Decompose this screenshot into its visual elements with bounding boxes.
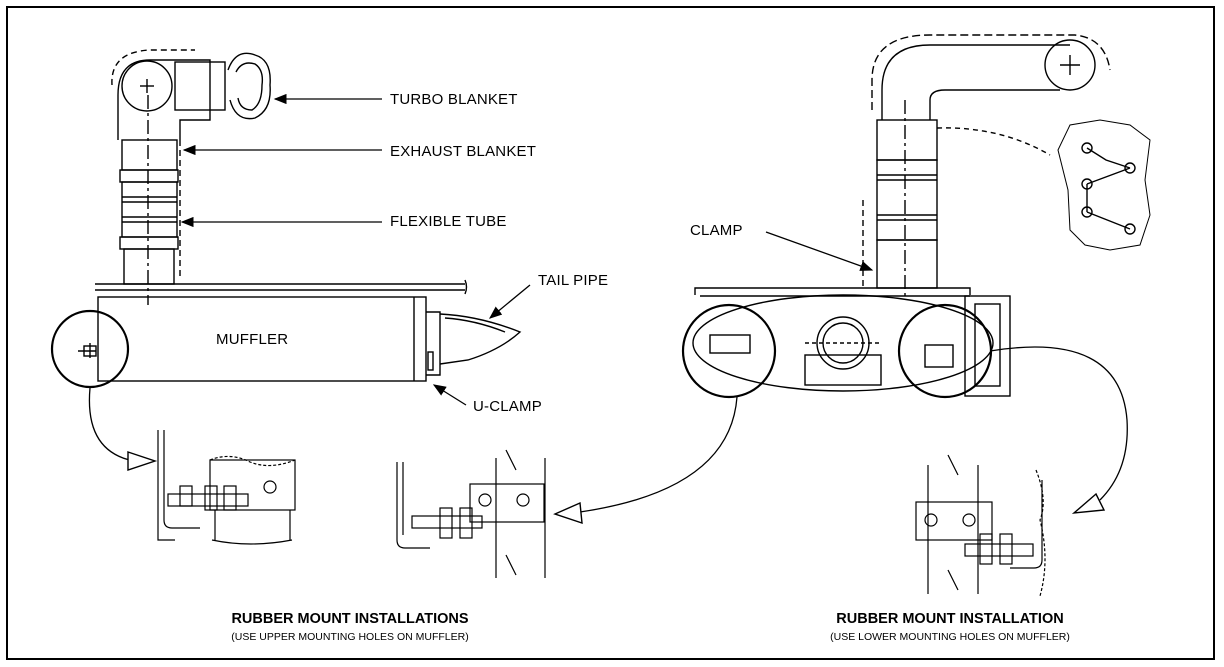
detail-arrowhead-1 — [127, 451, 158, 471]
detail-arrowhead-3 — [1071, 492, 1106, 514]
mount-detail-1 — [157, 430, 296, 545]
muffler-label: MUFFLER — [216, 331, 289, 348]
turbo-blanket-label: TURBO BLANKET — [390, 91, 518, 108]
detail-arrowhead-2 — [553, 501, 583, 525]
right-leaders — [579, 231, 1128, 513]
right-assembly — [681, 34, 1151, 399]
right-caption-subtitle: (USE LOWER MOUNTING HOLES ON MUFFLER) — [830, 631, 1070, 643]
left-caption-title: RUBBER MOUNT INSTALLATIONS — [231, 611, 469, 627]
diagram-frame — [6, 6, 1215, 660]
mount-detail-2 — [396, 449, 546, 578]
exhaust-blanket-label: EXHAUST BLANKET — [390, 143, 537, 160]
left-caption-subtitle: (USE UPPER MOUNTING HOLES ON MUFFLER) — [231, 631, 469, 643]
u-clamp-label: U-CLAMP — [473, 398, 542, 415]
clamp-label: CLAMP — [690, 222, 743, 239]
right-caption-title: RUBBER MOUNT INSTALLATION — [836, 611, 1064, 627]
flexible-tube-label: FLEXIBLE TUBE — [390, 213, 507, 230]
tail-pipe-label: TAIL PIPE — [538, 272, 609, 289]
left-leaders — [88, 93, 531, 463]
left-assembly — [50, 49, 522, 389]
mount-detail-3 — [915, 454, 1046, 597]
